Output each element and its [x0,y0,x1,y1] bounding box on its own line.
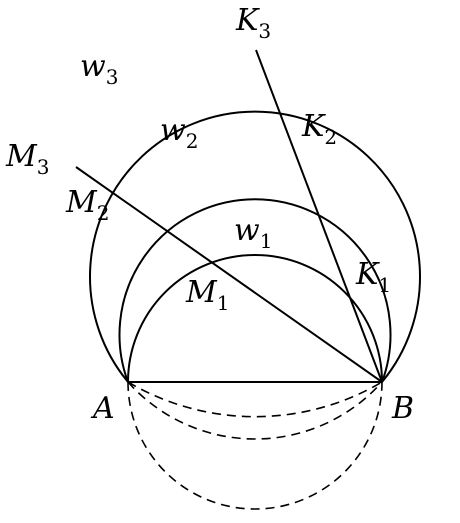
arc-w3 [89,110,421,383]
label-A: A [90,391,115,426]
dashed-arc-2 [127,381,383,440]
line-B-K3 [255,49,383,383]
label-w2: w2 [160,113,198,153]
label-K3: K3 [235,3,271,43]
label-M2: M2 [65,185,109,225]
dashed-arc-1 [127,381,383,418]
label-w3: w3 [80,49,118,89]
label-K1: K1 [355,257,391,297]
label-M3: M3 [5,139,49,179]
label-w1: w1 [234,213,272,253]
arc-w1 [127,254,383,383]
line-B-M3 [75,166,383,383]
label-B: B [391,391,414,426]
arc-w2 [118,198,392,383]
label-K2: K2 [301,109,337,149]
dashed-arc-3 [127,381,383,510]
label-M1: M1 [185,275,229,315]
